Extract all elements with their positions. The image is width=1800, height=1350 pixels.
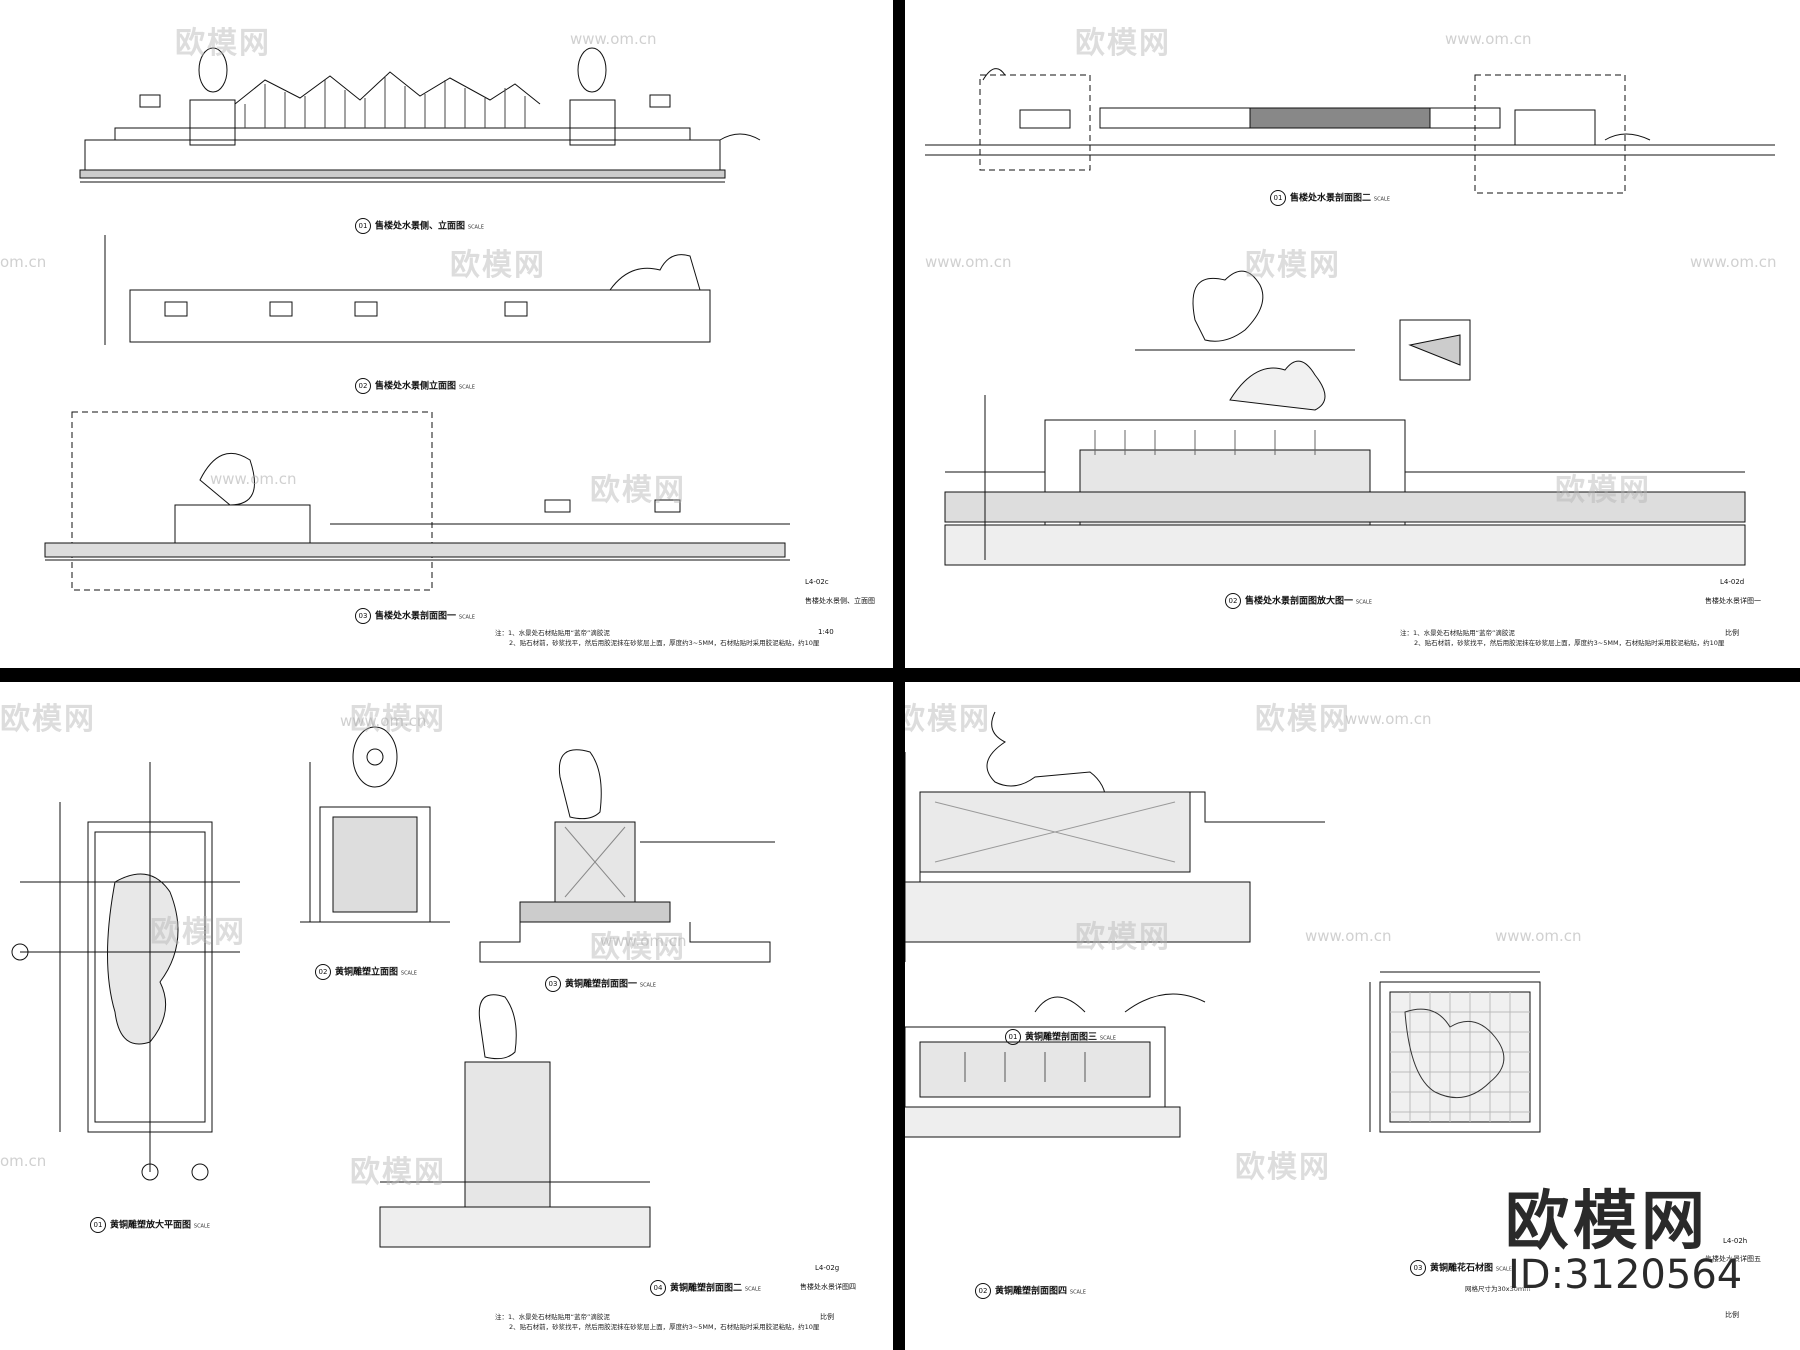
- watermark-url: www.om.cn: [210, 470, 297, 488]
- watermark-brand: 欧模网: [1075, 920, 1171, 955]
- watermark-url: www.om.cn: [1690, 253, 1777, 271]
- watermark-brand: 欧模网: [1255, 702, 1351, 737]
- model-id-label: ID:3120564: [1508, 1252, 1743, 1298]
- scale-note: 比例: [1725, 1311, 1739, 1319]
- watermark-brand: 欧模网: [1235, 1150, 1331, 1185]
- watermark-brand: 欧模网: [150, 915, 246, 950]
- brand-logo-watermark: 欧模网: [1505, 1185, 1709, 1259]
- sheet-title: 售楼处水景详图五: [1705, 1255, 1761, 1263]
- sheet-code: L4-02d: [1720, 578, 1745, 586]
- scale-note: 比例: [1725, 629, 1739, 637]
- drawing-sheet-2: 欧模网 www.om.cn 欧模网 www.om.cn www.om.cn 欧模…: [905, 0, 1800, 668]
- watermark-url: www.om.cn: [1305, 927, 1392, 945]
- watermark-brand: 欧模网: [1245, 248, 1341, 283]
- sheet-1-linework: [44, 47, 790, 591]
- watermark-brand: 欧模网: [590, 473, 686, 508]
- sheet-code: L4-02c: [805, 578, 829, 586]
- sheet-title: 售楼处水景详图四: [800, 1283, 856, 1291]
- watermark-brand: 欧模网: [350, 702, 446, 737]
- sheet-2-linework: [925, 68, 1775, 566]
- watermark-brand: 欧模网: [1555, 473, 1651, 508]
- sheet-title: 售楼处水景详图一: [1705, 597, 1761, 605]
- watermark-url: www.om.cn: [1345, 710, 1432, 728]
- grid-note: 网格尺寸为30x30mm: [1465, 1285, 1531, 1293]
- watermark-brand: 欧模网: [905, 702, 991, 737]
- watermark-brand: 欧模网: [175, 26, 271, 61]
- watermark-brand: 欧模网: [450, 248, 546, 283]
- watermark-brand: 欧模网: [1075, 26, 1171, 61]
- sheet-4-linework: [905, 711, 1541, 1138]
- sheet-code: L4-02g: [815, 1264, 840, 1272]
- watermark-brand: 欧模网: [350, 1155, 446, 1190]
- scale-note: 比例: [820, 1313, 834, 1321]
- watermark-url: www.om.cn: [1495, 927, 1582, 945]
- drawing-sheet-1: 欧模网 www.om.cn 欧模网 om.cn www.om.cn 欧模网 01…: [0, 0, 893, 668]
- watermark-brand: 欧模网: [590, 930, 686, 965]
- watermark-url: www.om.cn: [340, 712, 427, 730]
- scale-note: 1:40: [818, 628, 834, 636]
- sheet-title: 售楼处水景侧、立面图: [805, 597, 875, 605]
- sheet-code: L4-02h: [1723, 1237, 1748, 1245]
- drawing-sheet-3: 欧模网 欧模网 www.om.cn 欧模网 www.om.cn 欧模网 欧模网 …: [0, 682, 893, 1350]
- watermark-url: www.om.cn: [570, 30, 657, 48]
- watermark-brand: 欧模网: [0, 702, 96, 737]
- sheet-3-linework: [11, 726, 775, 1248]
- watermark-url: www.om.cn: [925, 253, 1012, 271]
- watermark-url: www.om.cn: [600, 932, 687, 950]
- watermark-url: www.om.cn: [1445, 30, 1532, 48]
- drawing-sheet-4: 欧模网 欧模网 www.om.cn www.om.cn www.om.cn 欧模…: [905, 682, 1800, 1350]
- watermark-url: om.cn: [0, 253, 47, 271]
- watermark-url: om.cn: [0, 1152, 47, 1170]
